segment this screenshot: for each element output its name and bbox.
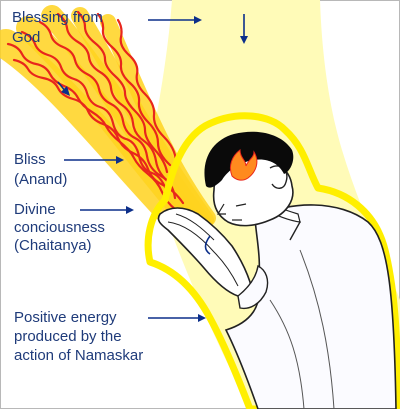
label-bliss-line1: Bliss — [14, 151, 46, 168]
finger-line — [175, 213, 215, 241]
arrowhead — [116, 156, 124, 164]
label-divine-line1: Divine — [14, 201, 56, 218]
hand-arrow — [204, 235, 211, 255]
clothing-fold — [299, 249, 335, 409]
closed-eye — [235, 203, 247, 207]
label-blessing-line1: Blessing from — [12, 9, 103, 26]
energy-entering-head — [229, 148, 258, 181]
arrowhead — [198, 314, 206, 322]
clothing-fold — [269, 299, 305, 409]
label-positive-line2: produced by the — [14, 328, 122, 345]
label-divine-line3: (Chaitanya) — [14, 237, 92, 254]
label-positive-line3: action of Namaskar — [14, 347, 143, 364]
arrowhead — [126, 206, 134, 214]
hair — [204, 131, 294, 188]
praying-man-icon — [157, 131, 397, 409]
finger-line — [167, 221, 239, 287]
nose — [216, 203, 226, 215]
arrowhead — [194, 16, 202, 24]
label-bliss-line2: (Anand) — [14, 171, 67, 188]
sleeve-cuff — [237, 264, 269, 310]
arrow-icon — [57, 14, 248, 322]
label-blessing-line2: God — [12, 29, 40, 46]
label-positive-line1: Positive energy — [14, 309, 117, 326]
positive-energy-aura — [144, 112, 400, 409]
arrowhead — [61, 86, 70, 96]
label-divine-line2: conciousness — [14, 219, 105, 236]
arrowhead — [240, 36, 248, 44]
